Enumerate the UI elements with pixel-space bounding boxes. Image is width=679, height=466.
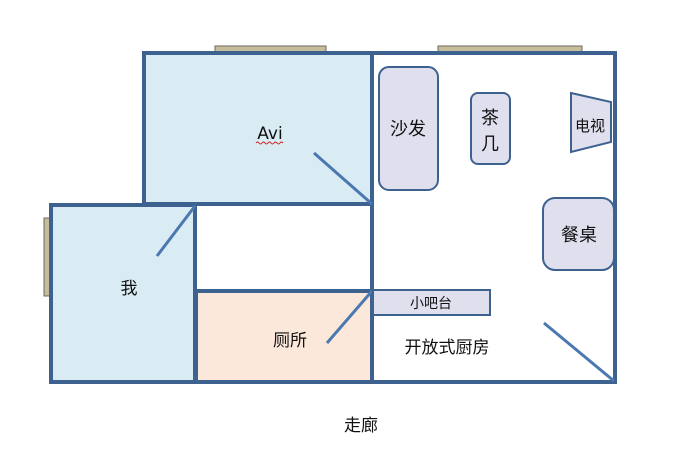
- room-toilet: [194, 289, 374, 384]
- label-tea-table-1: 茶: [481, 108, 499, 129]
- label-toilet: 厕所: [273, 331, 307, 351]
- label-tea-table-2: 几: [481, 134, 499, 155]
- sofa: [378, 66, 439, 191]
- dining-table: [542, 197, 615, 271]
- tea-table: [470, 92, 511, 165]
- label-dining-table: 餐桌: [561, 225, 597, 246]
- label-bar: 小吧台: [410, 296, 452, 312]
- label-kitchen: 开放式厨房: [405, 338, 490, 358]
- room-avi: [142, 51, 374, 206]
- label-me: 我: [121, 279, 138, 299]
- label-sofa: 沙发: [390, 119, 426, 140]
- door-toilet: [325, 290, 374, 344]
- label-corridor: 走廊: [344, 416, 378, 436]
- tv: [570, 91, 612, 154]
- bar-counter: [372, 289, 491, 316]
- door-kitchen: [543, 321, 615, 383]
- label-tv: 电视: [575, 117, 605, 135]
- label-avi: Avi: [257, 124, 282, 144]
- room-me: [49, 203, 197, 384]
- door-me: [155, 205, 197, 257]
- spellcheck-underline: [255, 141, 284, 145]
- door-avi: [313, 151, 373, 206]
